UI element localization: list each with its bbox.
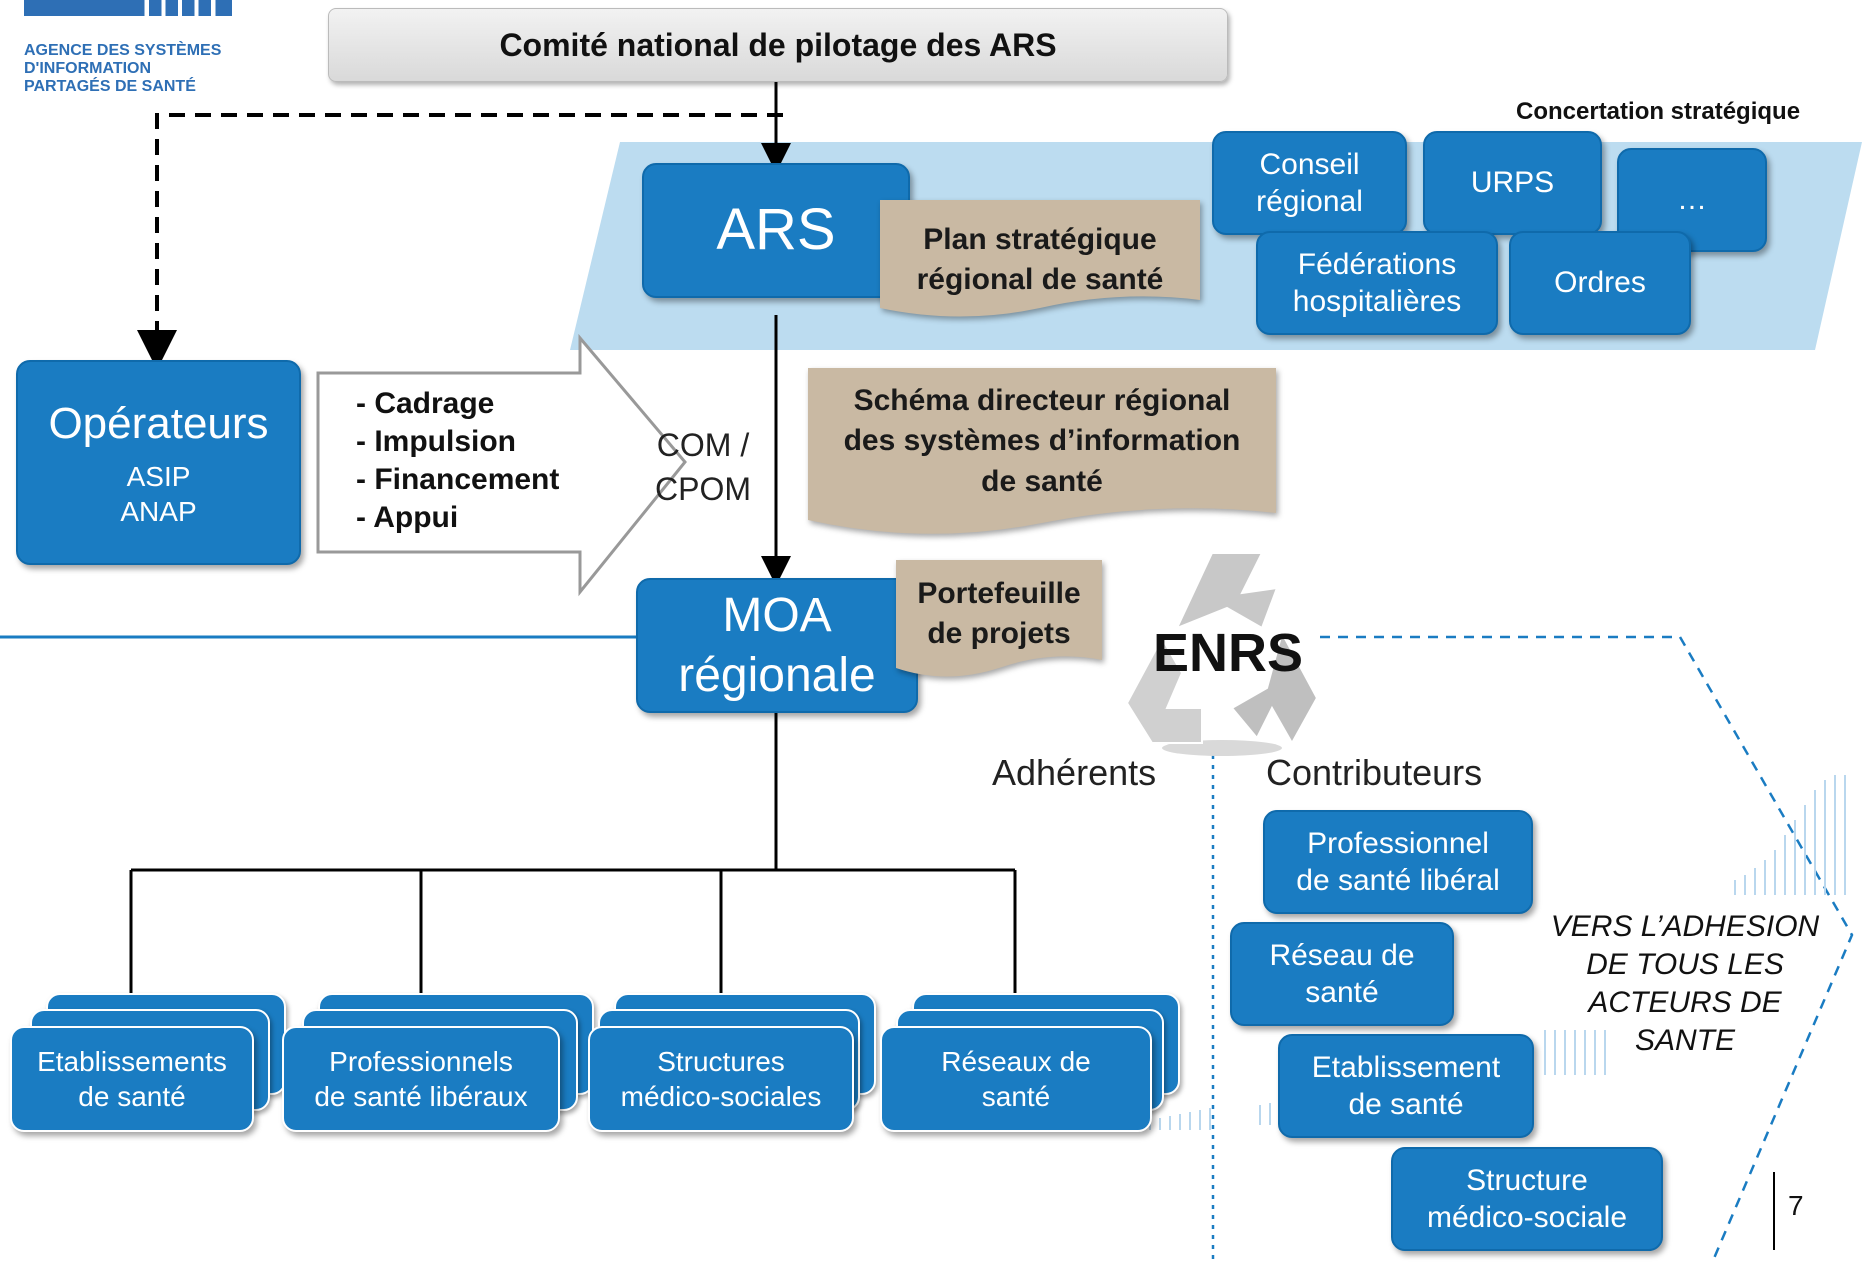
concertation-label: Concertation stratégique — [1516, 98, 1801, 125]
role-item: - Appui — [356, 501, 459, 534]
moa-line-1: MOA — [722, 588, 832, 642]
enrs-boundary-dashed — [1320, 635, 1854, 1263]
moa-tree — [116, 713, 1030, 1027]
ars-box: ARS — [642, 163, 910, 298]
plan-line-2: régional de santé — [916, 263, 1164, 296]
role-item: - Financement — [356, 463, 560, 496]
operateurs-anap: ANAP — [120, 496, 197, 527]
schema-directeur-doc: Schéma directeur régional des systèmes d… — [808, 368, 1276, 540]
partner-urps: URPS — [1423, 131, 1602, 235]
operateurs-dashed-connector — [137, 113, 783, 370]
logo-line-1: AGENCE DES SYSTÈMES — [24, 42, 222, 59]
operateurs-box: Opérateurs ASIP ANAP — [16, 360, 301, 565]
recycle-icon — [1125, 552, 1319, 756]
ars-title: ARS — [716, 197, 836, 263]
portefeuille-line-1: Portefeuille — [917, 576, 1081, 610]
schema-line-3: de santé — [981, 464, 1103, 498]
operateurs-asip: ASIP — [126, 461, 191, 492]
portefeuille-line-2: de projets — [927, 617, 1071, 650]
portefeuille-doc: Portefeuille de projets — [896, 560, 1102, 680]
enrs-label: ENRS — [1153, 623, 1304, 683]
logo: AGENCE DES SYSTÈMES D'INFORMATION PARTAG… — [24, 0, 234, 100]
partner-ordres: Ordres — [1509, 231, 1691, 335]
role-item: - Impulsion — [356, 425, 516, 458]
logo-line-3: PARTAGÉS DE SANTÉ — [24, 78, 196, 95]
comite-national-title: Comité national de pilotage des ARS — [499, 26, 1057, 63]
plan-line-1: Plan stratégique — [923, 222, 1157, 256]
role-item: - Cadrage — [356, 387, 495, 420]
page-number: 7 — [1788, 1190, 1804, 1221]
logo-line-2: D'INFORMATION — [24, 60, 152, 77]
logo-graphic — [24, 0, 232, 16]
contributeurs-label: Contributeurs — [1266, 752, 1483, 793]
moa-line-2: régionale — [678, 648, 876, 702]
roles-list: - Cadrage - Impulsion - Financement - Ap… — [356, 385, 559, 537]
adherents-label: Adhérents — [992, 752, 1157, 793]
comite-national-box: Comité national de pilotage des ARS — [328, 8, 1228, 82]
com-cpom-label: COM / CPOM — [655, 427, 751, 507]
moa-regionale-box: MOA régionale — [636, 578, 918, 713]
rising-bars-decoration — [1149, 775, 1846, 1130]
plan-strategique-doc: Plan stratégique régional de santé — [880, 200, 1200, 320]
schema-line-1: Schéma directeur régional — [853, 383, 1231, 417]
schema-line-2: des systèmes d’information — [843, 424, 1241, 458]
roles-hollow-arrow — [316, 333, 687, 597]
vers-adhesion-text: VERS L’ADHESION DE TOUS LES ACTEURS DE S… — [1550, 910, 1820, 1057]
operateurs-title: Opérateurs — [48, 399, 269, 448]
